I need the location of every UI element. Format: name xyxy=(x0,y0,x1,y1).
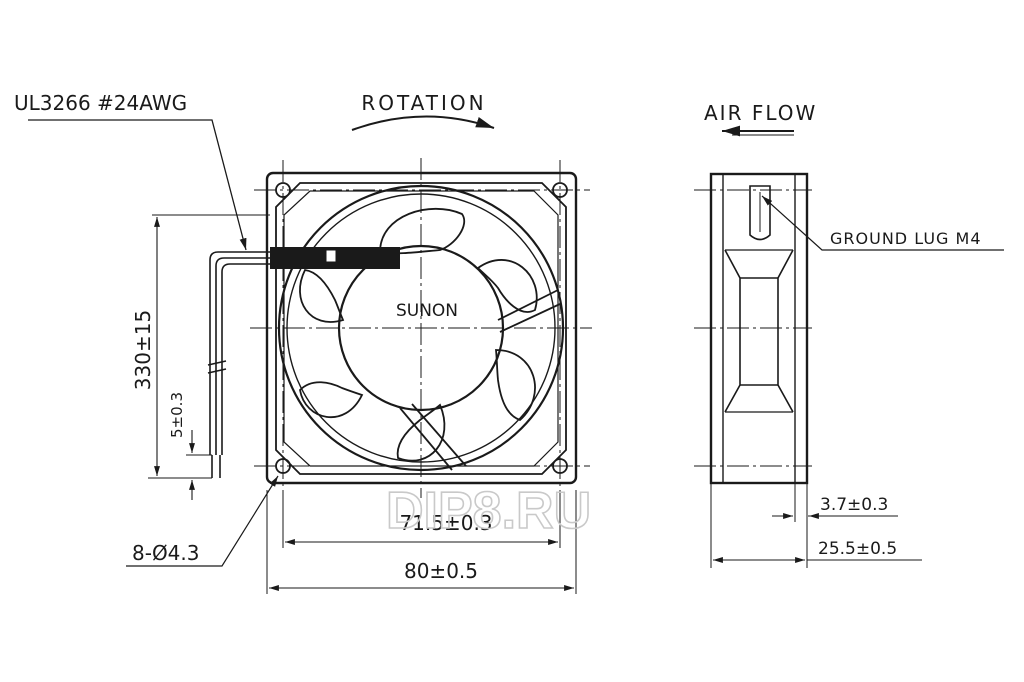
wire-channel-notch xyxy=(325,249,337,263)
fan-blade xyxy=(299,269,345,323)
fan-blade xyxy=(379,207,465,255)
rotation-label: ROTATION xyxy=(361,91,486,115)
holes-leader-line xyxy=(126,475,279,567)
side-venturi-profile xyxy=(724,249,741,413)
side-venturi-profile xyxy=(777,249,794,413)
strut-line xyxy=(499,303,561,333)
strut-line xyxy=(497,289,559,321)
fan-frame-inner xyxy=(275,182,567,475)
air-flow-label: AIR FLOW xyxy=(704,101,817,125)
lead-wire xyxy=(209,251,270,455)
ground-lug xyxy=(749,185,771,241)
fan-blade xyxy=(299,381,364,419)
front-view: SUNON xyxy=(250,158,592,500)
fan-struts xyxy=(399,289,561,471)
ground-lug-leader xyxy=(761,195,1004,251)
dimension-lead-length: 330±15 xyxy=(131,214,270,479)
dimension-frame-size: 80±0.5 xyxy=(266,490,577,594)
fan-blade xyxy=(495,349,536,422)
cable-leads xyxy=(207,251,270,478)
dimension-strip-length: 5±0.3 xyxy=(168,392,212,500)
fan-blade xyxy=(396,403,446,462)
rotation-arrow xyxy=(351,115,495,131)
holes-label: 8-Ø4.3 xyxy=(132,541,200,565)
dimension-depth: 25.5±0.5 xyxy=(710,483,922,568)
rotation-indicator: ROTATION xyxy=(351,91,495,131)
dimension-hole-spacing: 71.5±0.3 xyxy=(282,500,561,548)
break-mark xyxy=(207,368,227,374)
cable-leader-line xyxy=(28,119,247,251)
ground-lug-label: GROUND LUG M4 xyxy=(830,229,982,248)
brand-label: SUNON xyxy=(396,301,458,321)
cable-spec-label: UL3266 #24AWG xyxy=(14,91,187,115)
fan-blades xyxy=(299,207,538,462)
side-view xyxy=(694,172,812,485)
lead-wire xyxy=(221,263,270,455)
center-lines xyxy=(250,158,592,500)
break-mark xyxy=(207,360,227,366)
frame-size-label: 80±0.5 xyxy=(404,559,478,583)
strut-line xyxy=(411,403,467,467)
hole-spacing-label: 71.5±0.3 xyxy=(399,511,492,535)
lead-length-label: 330±15 xyxy=(131,310,155,390)
depth-label: 25.5±0.5 xyxy=(818,539,897,559)
strut-line xyxy=(399,407,453,471)
fan-blade xyxy=(476,259,538,313)
air-flow-indicator: AIR FLOW xyxy=(704,101,817,137)
side-center-lines xyxy=(694,189,812,467)
watermark: DIP8.RU xyxy=(386,482,591,540)
flange-label: 3.7±0.3 xyxy=(820,495,888,515)
strip-length-label: 5±0.3 xyxy=(168,392,186,438)
side-frame-outline xyxy=(709,172,809,485)
dimension-flange: 3.7±0.3 xyxy=(772,483,898,522)
lead-wire xyxy=(215,257,270,455)
